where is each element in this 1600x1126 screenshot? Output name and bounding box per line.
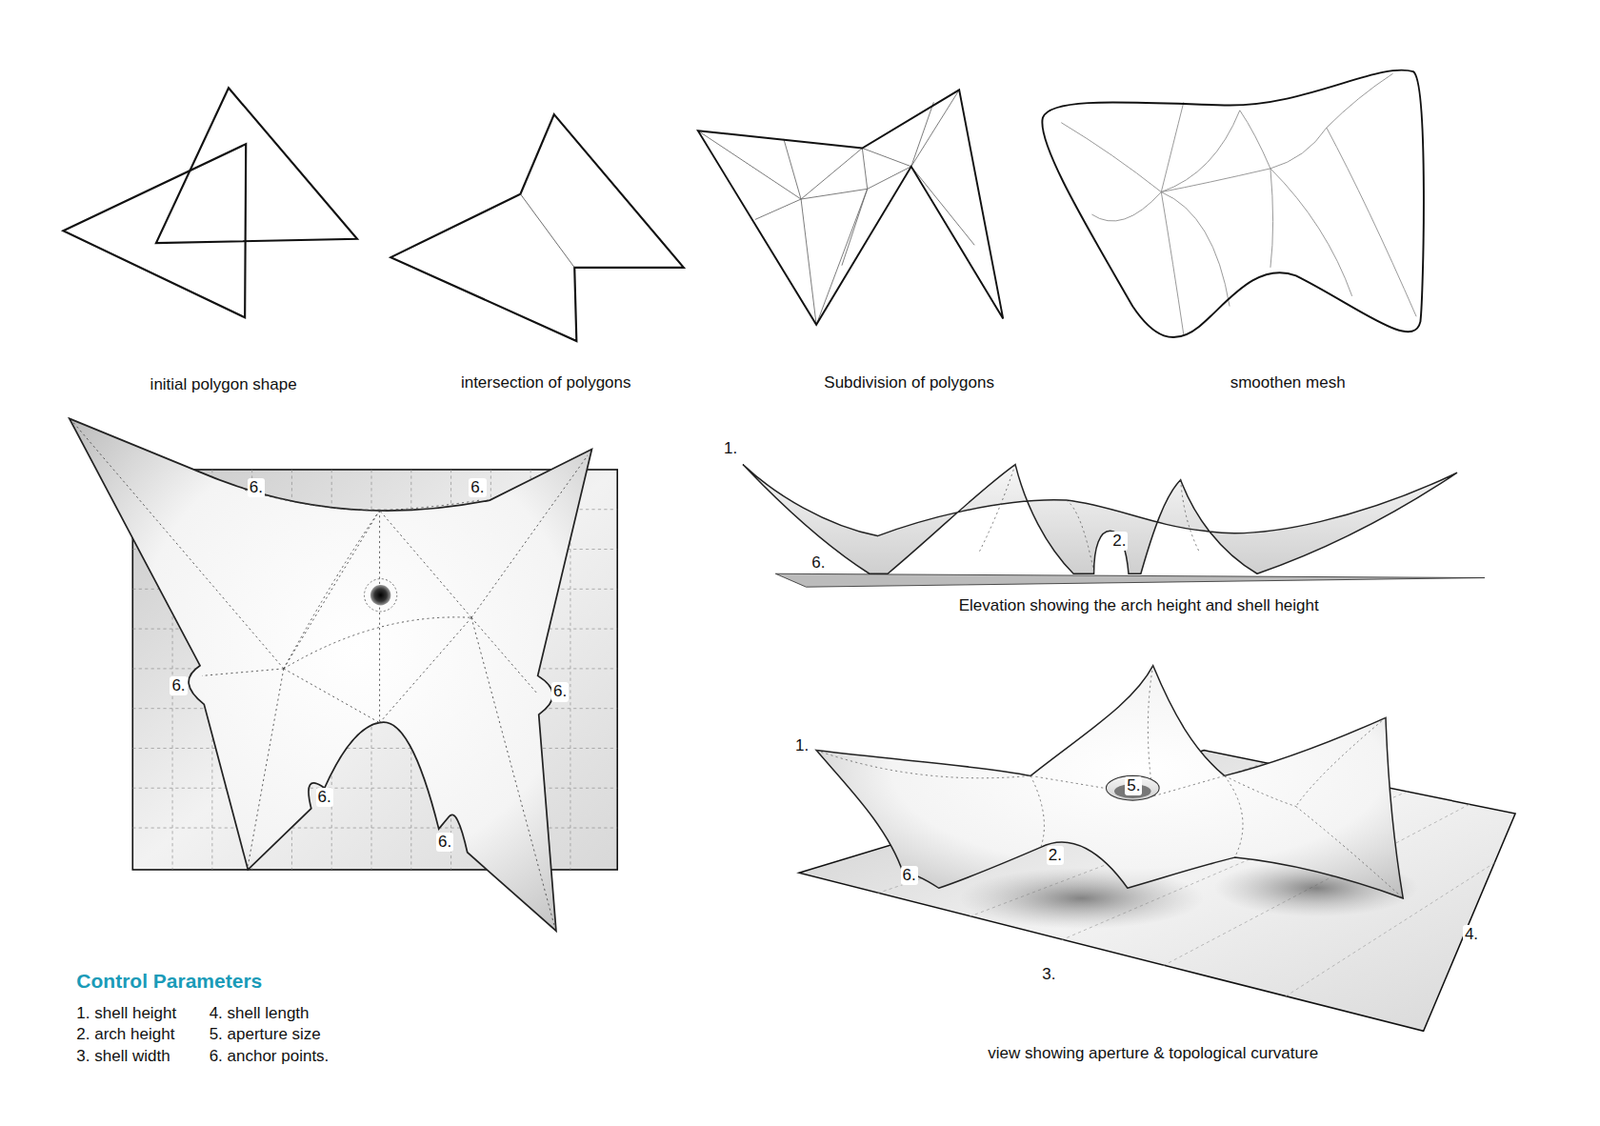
caption-text: 6. anchor points. [209,1046,330,1066]
caption-text: view showing aperture & topological curv… [987,1043,1319,1063]
callout-number: 3. [1040,964,1058,984]
caption-text: intersection of polygons [460,373,632,393]
list-heading: Control Parameters [76,968,262,993]
caption-text: 5. aperture size [209,1024,321,1044]
caption-text: smoothen mesh [1230,373,1346,393]
caption-text: Elevation showing the arch height and sh… [959,596,1320,616]
caption-text: 3. shell width [76,1046,170,1066]
caption-text: 4. shell length [209,1003,310,1023]
callout-number: 1. [721,439,740,459]
callout-number: 4. [1462,924,1480,944]
caption-text: 2. arch height [76,1024,175,1044]
callout-number: 2. [1046,845,1064,865]
callout-number: 6. [551,681,569,701]
caption-text: initial polygon shape [150,375,298,395]
callout-number: 1. [793,736,811,756]
caption-text: Subdivision of polygons [823,373,995,393]
callout-number: 6. [316,787,334,807]
callout-number: 5. [1124,776,1142,796]
callout-number: 6. [169,676,187,696]
callout-number: 6. [436,832,454,852]
callout-number: 6. [468,478,486,498]
callout-number: 6. [809,553,827,573]
callout-number: 2. [1110,531,1128,551]
callout-number: 6. [900,865,919,885]
callout-number: 6. [247,478,265,498]
caption-text: 1. shell height [76,1003,177,1023]
